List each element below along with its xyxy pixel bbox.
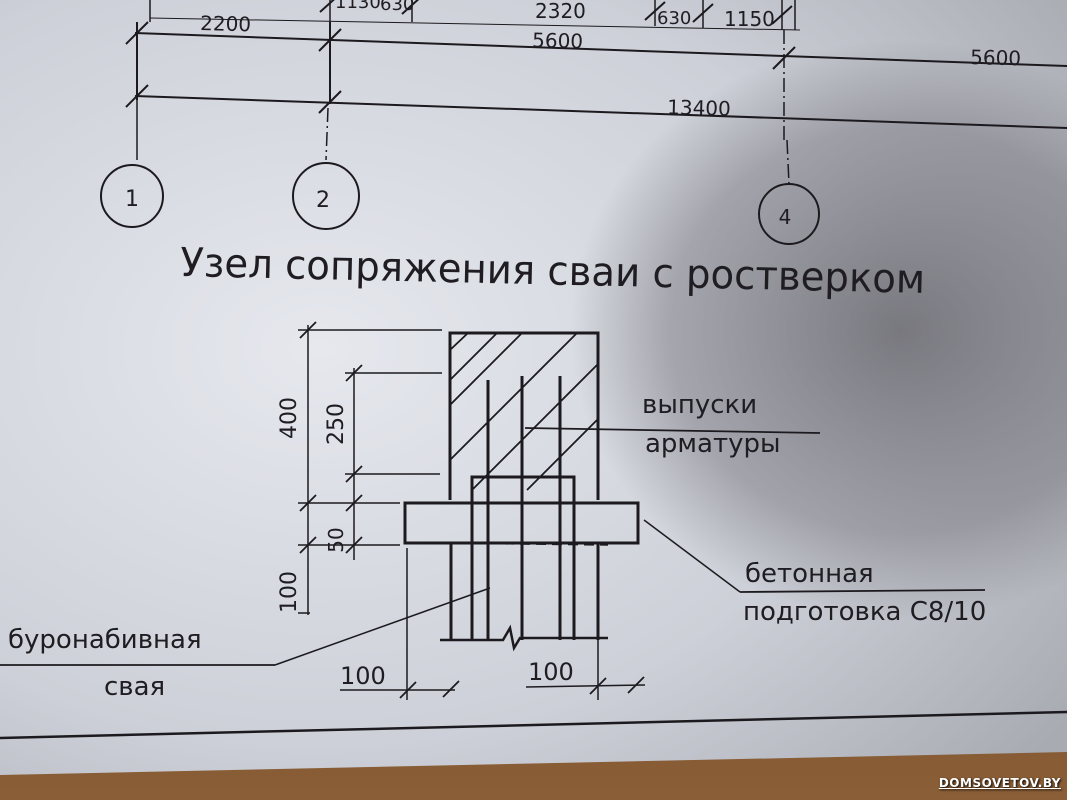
dim-1130: 1130 bbox=[335, 0, 381, 13]
concrete-label-2: подготовка С8/10 bbox=[743, 597, 986, 627]
pile-label-1: буронабивная bbox=[8, 625, 202, 655]
axis-label-1: 1 bbox=[125, 187, 139, 212]
pad-axis-line bbox=[439, 542, 609, 546]
axis-marker-1: 1 bbox=[100, 164, 164, 228]
grillage-hatch bbox=[449, 332, 599, 491]
dim-100-vertical: 100 bbox=[277, 571, 302, 613]
leader-lines bbox=[0, 427, 986, 666]
rebar-label-1: выпуски bbox=[642, 390, 757, 420]
watermark-logo: DOMSOVETOV.BY bbox=[938, 776, 1061, 790]
dim-5600-right: 5600 bbox=[970, 45, 1022, 70]
dim-5600-middle: 5600 bbox=[532, 28, 584, 53]
pile-label-2: свая bbox=[104, 672, 165, 702]
axis-label-4: 4 bbox=[779, 205, 792, 229]
rebar-label-2: арматуры bbox=[645, 429, 781, 459]
dim-total-13400: 13400 bbox=[667, 95, 731, 121]
dim-50: 50 bbox=[324, 527, 348, 552]
dim-100-right: 100 bbox=[528, 658, 574, 686]
dimension-rows bbox=[125, 0, 1067, 185]
dim-250: 250 bbox=[324, 403, 349, 445]
grillage-outline bbox=[448, 331, 600, 500]
axis-label-2: 2 bbox=[316, 188, 330, 213]
vertical-dimensions bbox=[298, 321, 442, 615]
camera-shadow bbox=[570, 40, 1067, 620]
pile-break-mark bbox=[440, 624, 608, 652]
concrete-label-1: бетонная bbox=[745, 559, 874, 589]
dim-2320: 2320 bbox=[535, 0, 586, 23]
dim-2200: 2200 bbox=[200, 11, 252, 36]
dim-1150: 1150 bbox=[724, 7, 775, 31]
axis-marker-4: 4 bbox=[758, 183, 820, 245]
dim-630-left: 630 bbox=[380, 0, 414, 15]
sheet-border-line bbox=[0, 710, 1067, 740]
dim-100-left: 100 bbox=[340, 662, 386, 690]
dim-400: 400 bbox=[277, 397, 302, 439]
pile-cap-detail bbox=[403, 331, 640, 652]
axis-marker-2: 2 bbox=[292, 162, 360, 230]
horizontal-dimensions bbox=[340, 548, 646, 700]
dim-630-right: 630 bbox=[657, 8, 691, 29]
